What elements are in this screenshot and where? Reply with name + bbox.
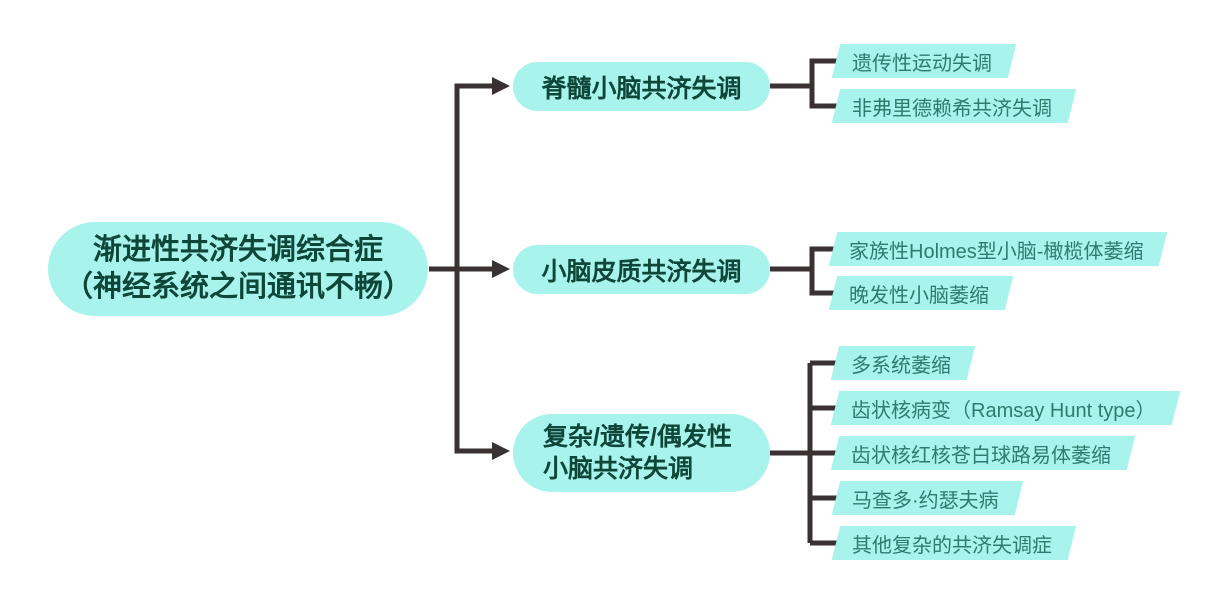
branch-node-complex-ataxia: 复杂/遗传/偶发性 小脑共济失调 (513, 414, 770, 492)
leaf-label: 非弗里德赖希共济失调 (852, 97, 1052, 120)
branch-node-cerebellar-cortical-ataxia: 小脑皮质共济失调 (513, 245, 770, 294)
leaf-label: 马查多·约瑟夫病 (852, 489, 999, 512)
branch2-bracket (770, 246, 840, 296)
leaf-label: 家族性Holmes型小脑-橄榄体萎缩 (849, 240, 1144, 263)
leaf-label: 齿状核红核苍白球路易体萎缩 (851, 444, 1111, 467)
leaf-label: 晚发性小脑萎缩 (849, 284, 989, 307)
leaf-node-b1-2: 非弗里德赖希共济失调 (831, 89, 1077, 123)
branch3-bracket (770, 360, 840, 546)
leaf-label: 多系统萎缩 (851, 354, 951, 377)
leaf-node-b3-4: 马查多·约瑟夫病 (831, 481, 1023, 515)
arrowhead-branch1 (492, 77, 510, 95)
leaf-node-b3-1: 多系统萎缩 (830, 346, 976, 380)
leaf-label: 遗传性运动失调 (852, 52, 992, 75)
leaf-node-b1-1: 遗传性运动失调 (831, 44, 1017, 78)
arrowhead-branch3 (492, 442, 510, 460)
branch-node-spinocerebellar-ataxia: 脊髓小脑共济失调 (513, 62, 770, 111)
leaf-node-b3-3: 齿状核红核苍白球路易体萎缩 (830, 436, 1136, 470)
leaf-label: 齿状核病变（Ramsay Hunt type） (851, 399, 1156, 422)
leaf-node-b2-1: 家族性Holmes型小脑-橄榄体萎缩 (828, 232, 1168, 266)
leaf-node-b2-2: 晚发性小脑萎缩 (828, 276, 1014, 310)
leaf-node-b3-2: 齿状核病变（Ramsay Hunt type） (830, 391, 1180, 425)
arrowhead-branch2 (492, 260, 510, 278)
root-node: 渐进性共济失调综合症 （神经系统之间通讯不畅） (48, 222, 428, 316)
branch1-bracket (770, 58, 840, 109)
leaf-node-b3-5: 其他复杂的共济失调症 (831, 526, 1077, 560)
leaf-label: 其他复杂的共济失调症 (852, 534, 1052, 557)
